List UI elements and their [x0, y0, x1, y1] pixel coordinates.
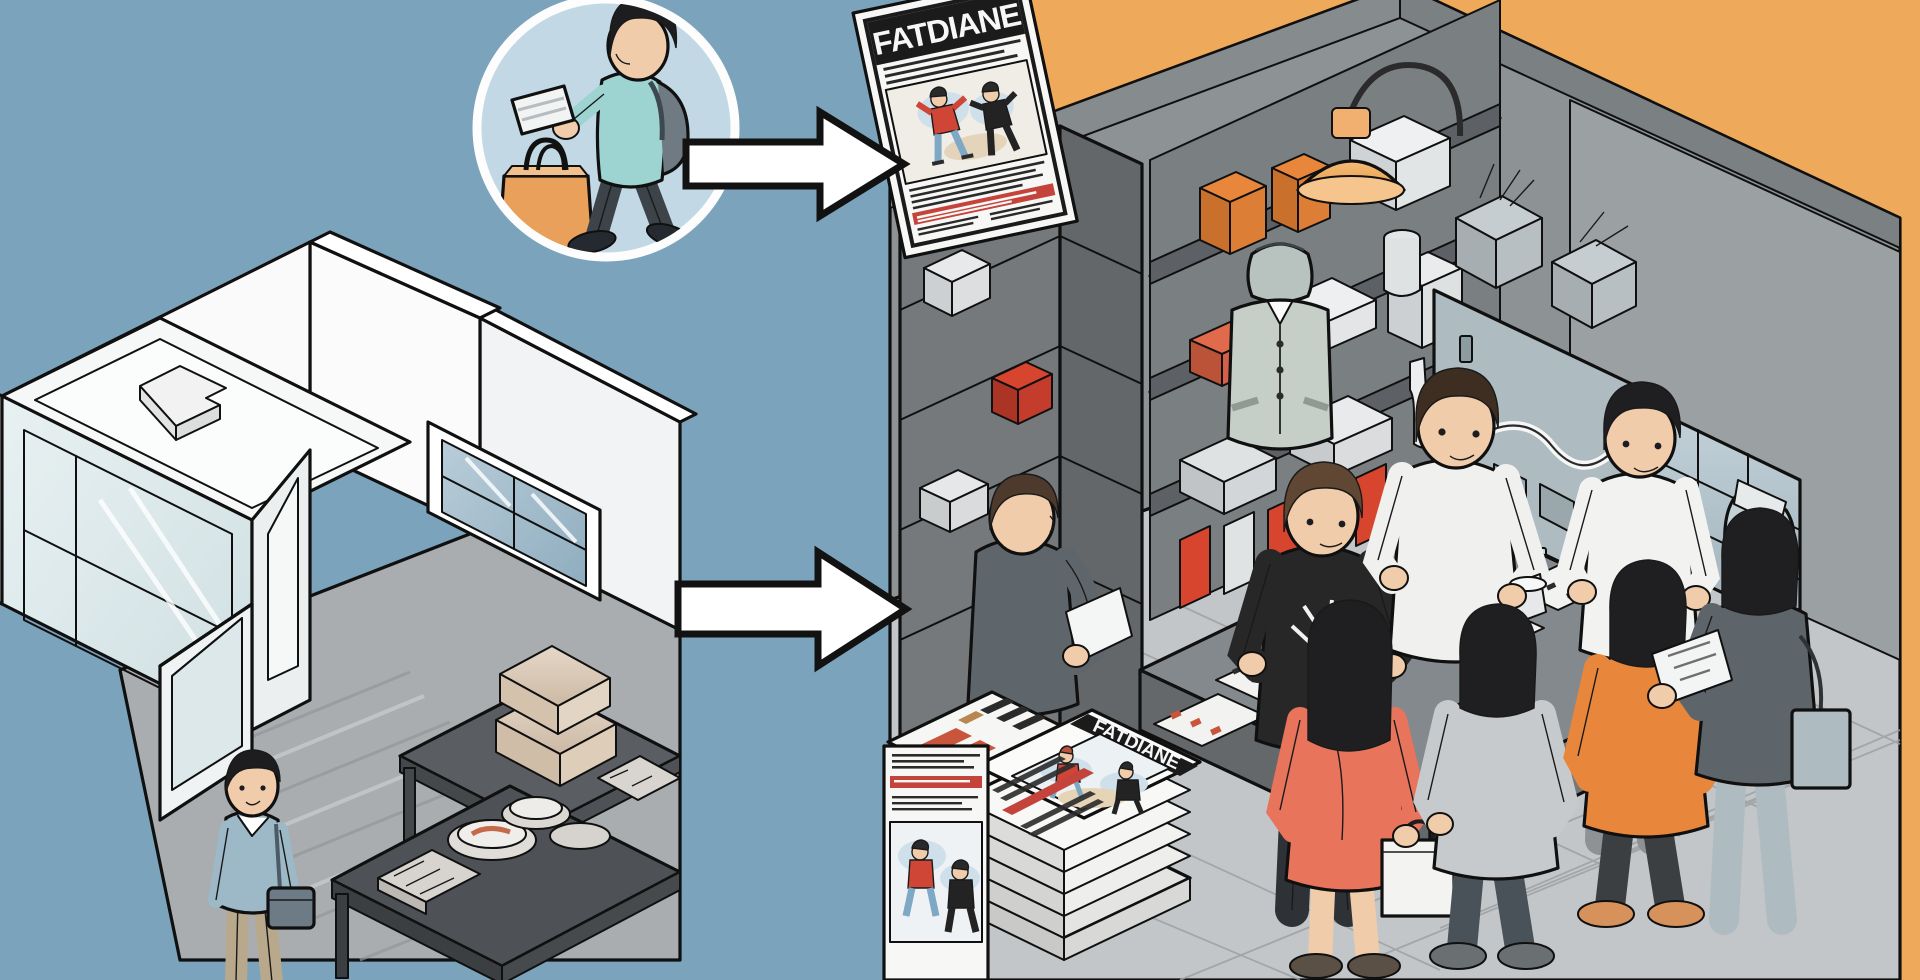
- customer-red-dress: [1266, 599, 1456, 979]
- poster-corner: [882, 744, 990, 980]
- customer-gray-sweater: [1413, 603, 1580, 970]
- circular-inset: [472, 0, 740, 262]
- pendant-lamp: [1296, 62, 1464, 205]
- person-in-doorway: [208, 749, 316, 980]
- mannequin: [1226, 242, 1334, 451]
- arrow-bottom: [674, 545, 913, 673]
- customer-with-tote: [1647, 507, 1852, 935]
- glass-door: [158, 448, 312, 822]
- window: [426, 420, 602, 602]
- tray-goods-back: [597, 755, 681, 801]
- shop-scene: [888, 0, 1902, 980]
- tray-goods: [377, 796, 611, 915]
- box-upper: [499, 645, 611, 735]
- poster-stack-top: FATDIANE: [974, 708, 1202, 837]
- roof-block: [139, 365, 227, 441]
- home-room-scene: [0, 230, 698, 980]
- arrow-top: [682, 105, 911, 223]
- poster-stack: FATDIANE: [886, 690, 1202, 961]
- shopkeeper-white: [1362, 367, 1550, 664]
- poster-on-wall: FATDIANE: [851, 0, 1079, 260]
- front-table: [330, 784, 682, 980]
